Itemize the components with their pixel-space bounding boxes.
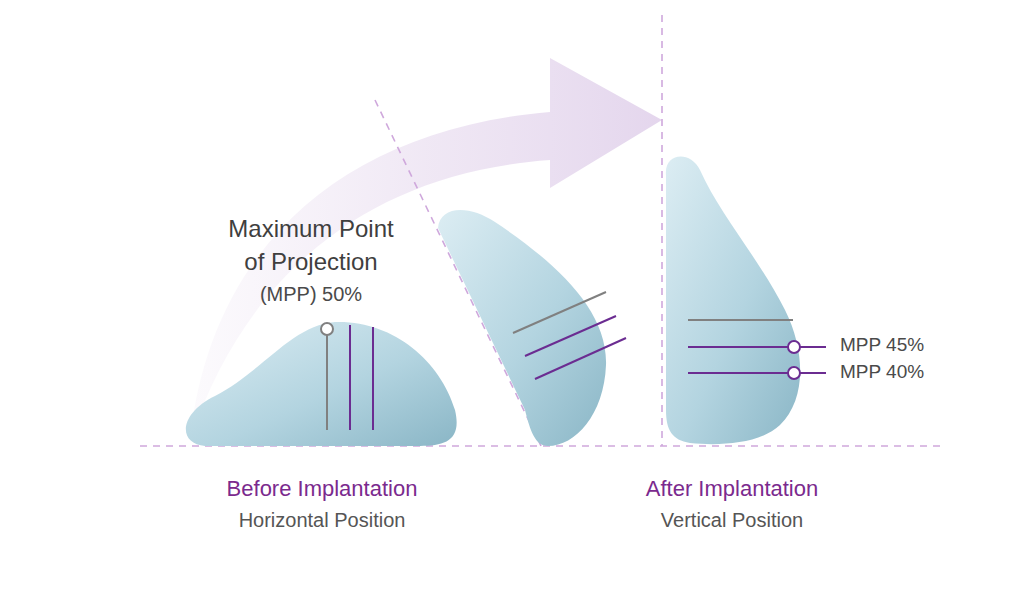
mpp-value: MPP 40% [840, 361, 924, 384]
mpp-marker [321, 323, 333, 335]
stage-heading: After Implantation [646, 476, 818, 502]
mpp-marker [788, 367, 800, 379]
mpp-line [535, 338, 626, 379]
mpp-line [349, 325, 351, 430]
implant-vertical [666, 157, 800, 445]
mpp-marker [788, 341, 800, 353]
mpp-line [688, 372, 826, 374]
stage-heading: Before Implantation [227, 476, 418, 502]
vertical-guide [661, 15, 663, 446]
mpp-line [326, 335, 328, 430]
callout-title: Maximum Point of Projection [224, 212, 399, 278]
stage-subheading: Horizontal Position [239, 508, 406, 532]
implant-tilting [438, 210, 606, 446]
mpp-line [688, 319, 793, 321]
stage-subheading: Vertical Position [661, 508, 803, 532]
implant-horizontal [186, 322, 457, 446]
mpp-line [372, 327, 374, 430]
callout-value: (MPP) 50% [260, 282, 362, 306]
mpp-line [688, 346, 826, 348]
mpp-value: MPP 45% [840, 334, 924, 357]
mpp-line [525, 316, 616, 356]
